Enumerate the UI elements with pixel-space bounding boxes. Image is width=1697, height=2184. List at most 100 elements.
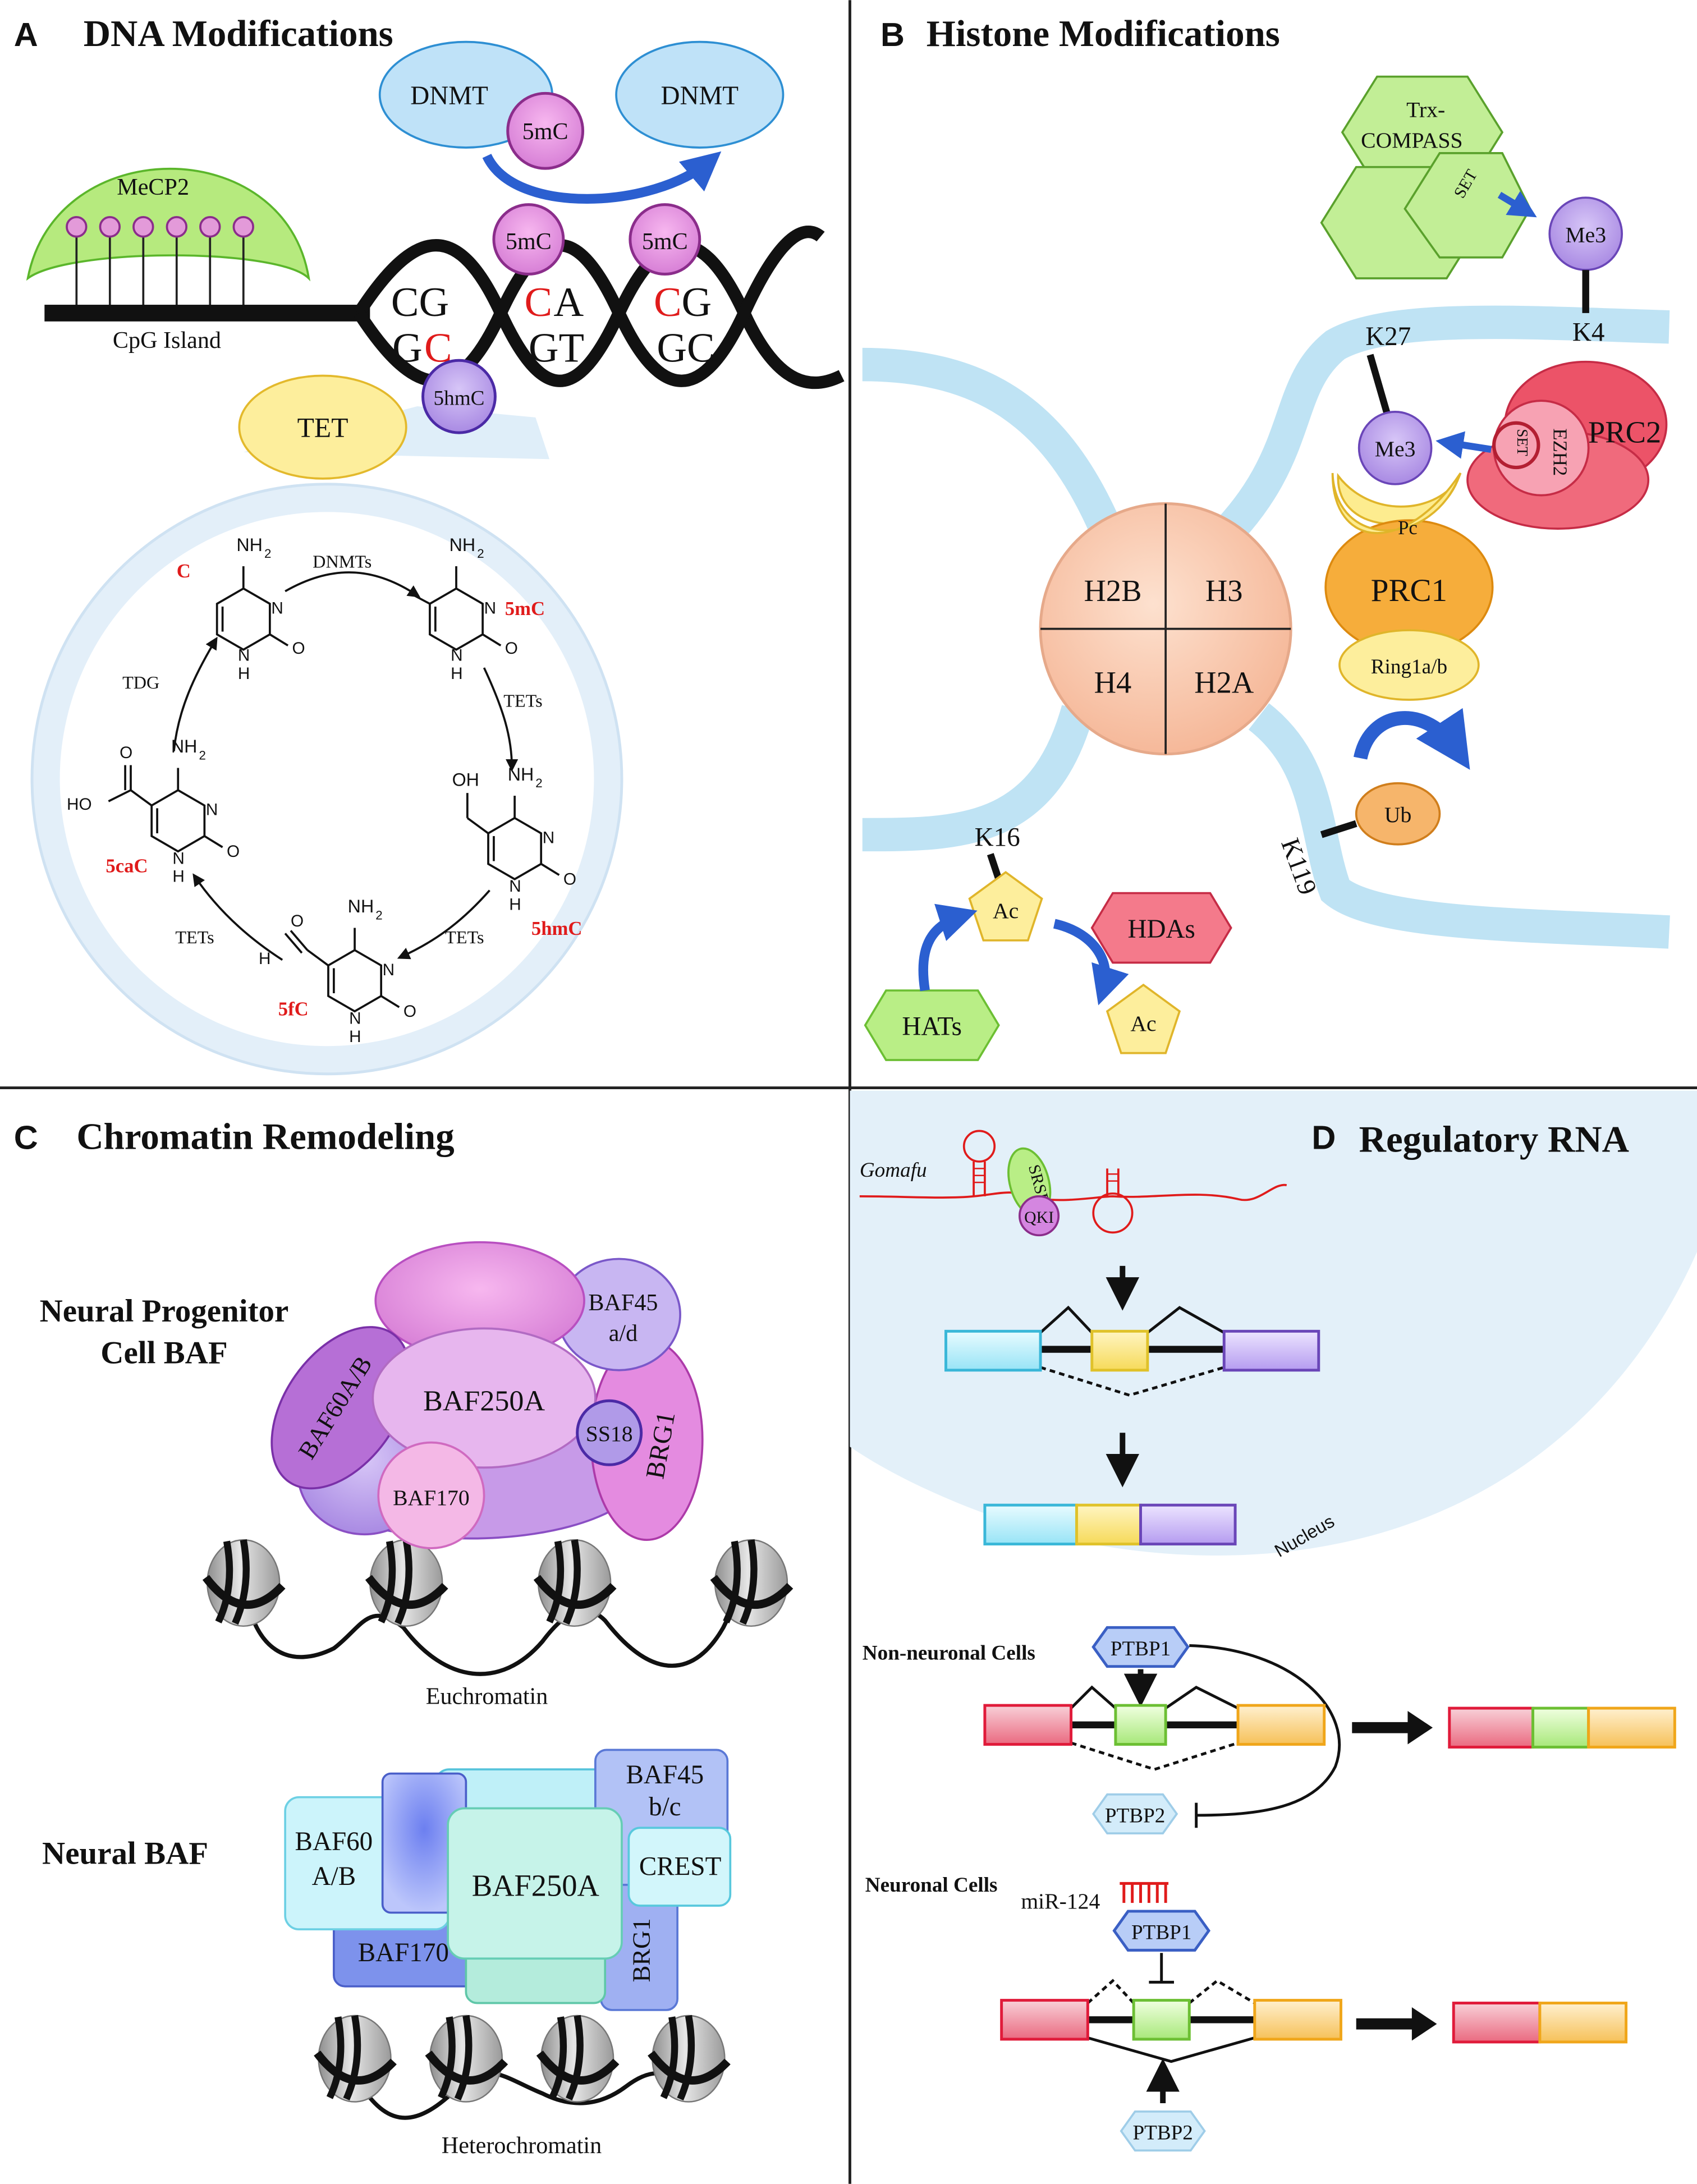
ptbp1-protein-a [1091, 1626, 1190, 1668]
arrow-5hmc-to-5fc [397, 889, 490, 960]
baf250a-bottom-label: BAF250A [472, 1869, 599, 1903]
hats-enzyme [864, 989, 1000, 1061]
nucleosome-eu-1 [206, 1540, 282, 1626]
arrow-hats-to-ac [918, 903, 978, 992]
tdg-label: TDG [122, 672, 159, 692]
nucleosome-eu-2 [369, 1540, 445, 1626]
5cac-cycle-label: 5caC [106, 855, 148, 877]
molecule-5cac [108, 765, 223, 853]
baf45ad-line1: BAF45 [588, 1290, 658, 1316]
hdas-label: HDAs [1128, 915, 1195, 944]
dnmt-transfer-arrow [482, 151, 722, 204]
arrow-to-inclusion-mrna [1352, 1711, 1433, 1745]
pc-cap [1331, 472, 1462, 534]
panel-c-chromatin-remodeling: C Chromatin Remodeling Neural Progenitor… [14, 1116, 790, 2159]
panel-a-dna-modifications: A DNA Modifications MeCP2 CpG Island CG … [14, 13, 845, 1076]
mrna-exon-yellow [1075, 1503, 1143, 1546]
molecule-c [215, 566, 289, 651]
arrow-c-to-5mc [285, 571, 421, 598]
arrow-set-to-me3 [1497, 191, 1537, 218]
mrna3-exon-red [1452, 2002, 1542, 2044]
ptbp1-a-label: PTBP1 [1111, 1637, 1171, 1660]
5cac-ho: HO [67, 795, 92, 814]
exon-red-2 [983, 1704, 1073, 1746]
histone-tail-h2b [862, 347, 1121, 536]
non-neuronal-label: Non-neuronal Cells [863, 1641, 1035, 1664]
k27-link [1366, 354, 1392, 419]
ptbp2-protein-b [1120, 2110, 1206, 2152]
5mc-n1: N [451, 646, 462, 665]
ptbp2-a-label: PTBP2 [1105, 1804, 1165, 1827]
inclusion-junctions-3 [1086, 1979, 1256, 2004]
c-nh2-sub: 2 [264, 547, 271, 561]
me3-mid-label: Me3 [1375, 437, 1416, 461]
molecule-5fc [284, 928, 400, 1013]
exon-yellow-1 [1090, 1329, 1149, 1372]
gomafu-rna-strand [859, 1183, 1287, 1201]
h2b-label: H2B [1084, 573, 1141, 608]
exon-purple-1 [1222, 1329, 1320, 1372]
dnmt-left-label: DNMT [410, 81, 488, 111]
5fc-o: O [403, 1002, 416, 1021]
panel-a-letter: A [14, 16, 38, 53]
base-pair-2-top-a: A [554, 279, 584, 325]
5hmc-nh2-sub: 2 [535, 776, 542, 790]
methyl-lollipops [75, 233, 245, 309]
heterochromatin-label: Heterochromatin [442, 2132, 602, 2159]
hdas-enzyme [1090, 892, 1232, 964]
trx-line1: Trx- [1406, 97, 1445, 122]
5mc-on-dnmt-label: 5mC [522, 118, 568, 145]
neuronal-label: Neuronal Cells [865, 1874, 998, 1897]
molecule-5hmc [466, 793, 560, 880]
5mc-h: H [451, 664, 462, 683]
panel-c-title: Chromatin Remodeling [76, 1116, 454, 1158]
exon-green-3 [1132, 1999, 1191, 2041]
5mc-o: O [505, 639, 518, 658]
5fc-n1: N [349, 1010, 361, 1028]
set-prc2-label: SET [1514, 429, 1531, 456]
tet-label: TET [297, 412, 348, 443]
dnmt-enzyme-right [615, 40, 785, 149]
me3-k27 [1357, 411, 1433, 485]
arrow-5fc-to-5cac [192, 873, 283, 961]
exon-orange-2 [1236, 1704, 1326, 1746]
5mc-on-dnmt [506, 91, 585, 170]
euchromatin-linker-dna [241, 1574, 753, 1676]
splice-junctions-1 [1039, 1305, 1225, 1334]
ss18-label: SS18 [586, 1421, 633, 1446]
tet-enzyme [238, 374, 407, 480]
gomafu-stem-rungs-1 [974, 1168, 985, 1183]
dnmts-label: DNMTs [313, 552, 371, 572]
ptbp1-protein-b [1112, 1910, 1211, 1952]
arrow-ezh2-to-me3 [1435, 431, 1492, 459]
c-n3: N [271, 599, 283, 617]
baf45bc-line1: BAF45 [626, 1760, 704, 1790]
5cac-n1: N [172, 849, 184, 868]
heterochromatin-linker-dna [360, 2071, 684, 2120]
5cac-h: H [172, 868, 184, 886]
mrna2-exon-orange [1587, 1706, 1676, 1749]
5fc-h: H [349, 1027, 361, 1046]
histone-tail-h2a [1248, 703, 1670, 949]
ptbp2-protein-a [1091, 1793, 1178, 1834]
euchromatin-label: Euchromatin [426, 1683, 548, 1710]
ac-mark-bound [968, 871, 1043, 942]
baf170-top-subunit [377, 1441, 485, 1549]
5mc-n3: N [484, 599, 496, 617]
brg1-bottom-label: BRG1 [627, 1918, 655, 1982]
5fc-cycle-label: 5fC [278, 998, 309, 1020]
h3-label: H3 [1205, 573, 1243, 608]
5mc-mark-helix-1-label: 5mC [506, 228, 552, 255]
panel-a-title: DNA Modifications [84, 13, 393, 54]
exon-orange-3 [1253, 1999, 1342, 2041]
5mc-nh2-sub: 2 [477, 547, 484, 561]
tets-label-3: TETs [175, 927, 214, 947]
tets-label-1: TETs [503, 690, 542, 710]
mrna-exon-purple [1139, 1503, 1237, 1546]
base-pair-1-bottom-g: G [392, 325, 423, 371]
base-pair-2-top-c-methylated: C [524, 279, 552, 325]
trx-compass-complex [1320, 75, 1531, 279]
splice-junctions-2 [1070, 1685, 1239, 1710]
5hmc-n1: N [509, 877, 521, 896]
base-pair-2-bottom: GT [529, 325, 584, 371]
